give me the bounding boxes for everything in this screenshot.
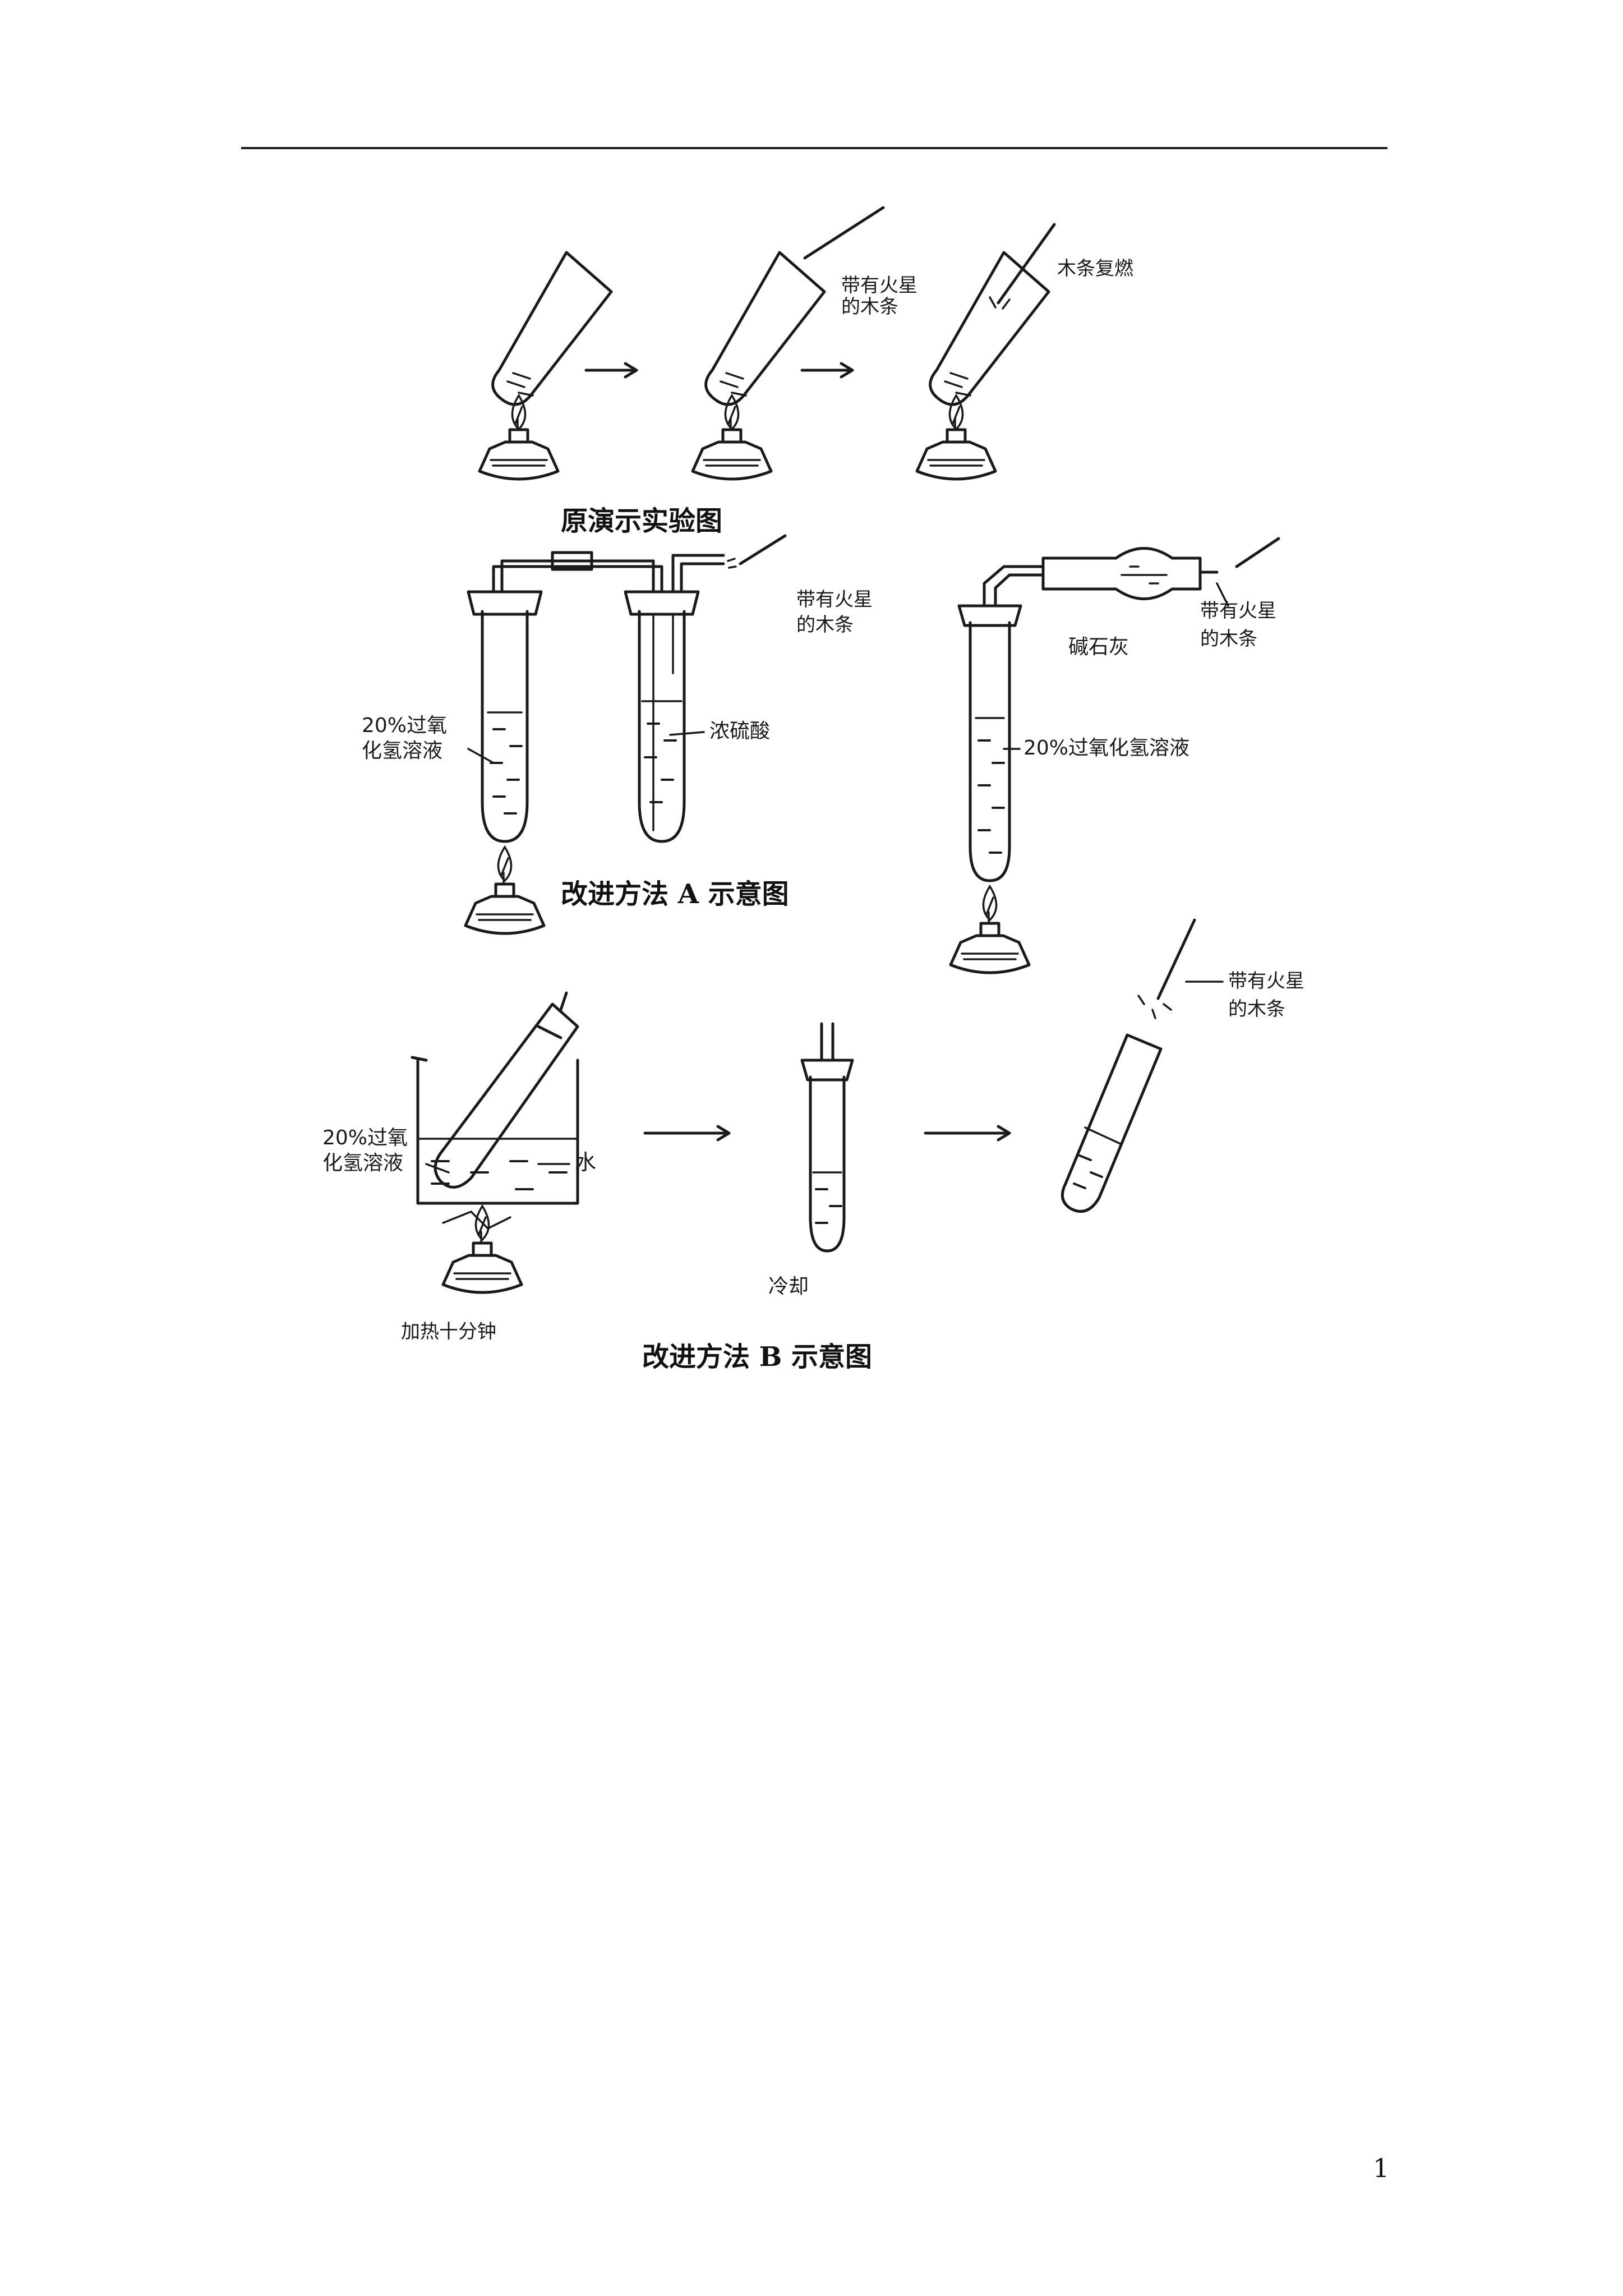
- figA-right-splint-line1: 带有火星: [1200, 600, 1276, 622]
- figA-title: 改进方法 A 示意图: [561, 878, 789, 910]
- arrow-4: [924, 1125, 1011, 1142]
- figA-h2o2-line2: 化氢溶液: [362, 739, 442, 762]
- figB-splint-line1: 带有火星: [1228, 970, 1304, 992]
- apparatus-b-test: [1061, 918, 1196, 1213]
- fig1-splint-line1: 带有火星: [841, 274, 917, 297]
- page-number: 1: [1373, 2153, 1390, 2183]
- figA-left-splint-line2: 的木条: [796, 614, 854, 636]
- figA-h2o2-line1: 20%过氧: [362, 714, 447, 737]
- experiment-figures: 带有火星 的木条 木条复燃 原演示实验图 带有火星 的木条 20%过氧 化氢溶液…: [322, 206, 1304, 1373]
- figB-water-label: 水: [575, 1150, 596, 1175]
- arrow-3: [643, 1125, 731, 1142]
- fig1-splint-line2: 的木条: [841, 296, 898, 318]
- apparatus-a-left: [465, 534, 787, 933]
- arrow-2: [800, 362, 854, 379]
- header-rule: [241, 147, 1387, 149]
- figB-title: 改进方法 B 示意图: [642, 1341, 872, 1373]
- setup-1: [479, 251, 613, 479]
- fig1-title: 原演示实验图: [561, 505, 722, 537]
- figB-splint-line2: 的木条: [1228, 998, 1285, 1020]
- figA-acid-label: 浓硫酸: [709, 720, 770, 743]
- figB-h2o2-line2: 化氢溶液: [322, 1152, 403, 1175]
- arrow-1: [584, 362, 638, 379]
- setup-2: [693, 206, 885, 479]
- figure-original: [479, 206, 1056, 479]
- figB-heat-label: 加热十分钟: [401, 1320, 496, 1343]
- figB-h2o2-line1: 20%过氧: [322, 1126, 408, 1149]
- figA-lime-label: 碱石灰: [1068, 636, 1129, 659]
- figA-right-h2o2-label: 20%过氧化氢溶液: [1023, 737, 1189, 760]
- figure-method-a: [465, 534, 1280, 973]
- setup-3: [917, 223, 1056, 479]
- figA-left-splint-line1: 带有火星: [796, 588, 873, 611]
- apparatus-a-right: [951, 537, 1280, 973]
- fig1-relight-label: 木条复燃: [1057, 257, 1133, 280]
- apparatus-b-cool: [800, 1022, 854, 1253]
- apparatus-b-heat: [411, 991, 579, 1292]
- figure-method-b: [411, 918, 1196, 1292]
- figB-cool-label: 冷却: [768, 1275, 809, 1298]
- figA-right-splint-line2: 的木条: [1200, 628, 1257, 650]
